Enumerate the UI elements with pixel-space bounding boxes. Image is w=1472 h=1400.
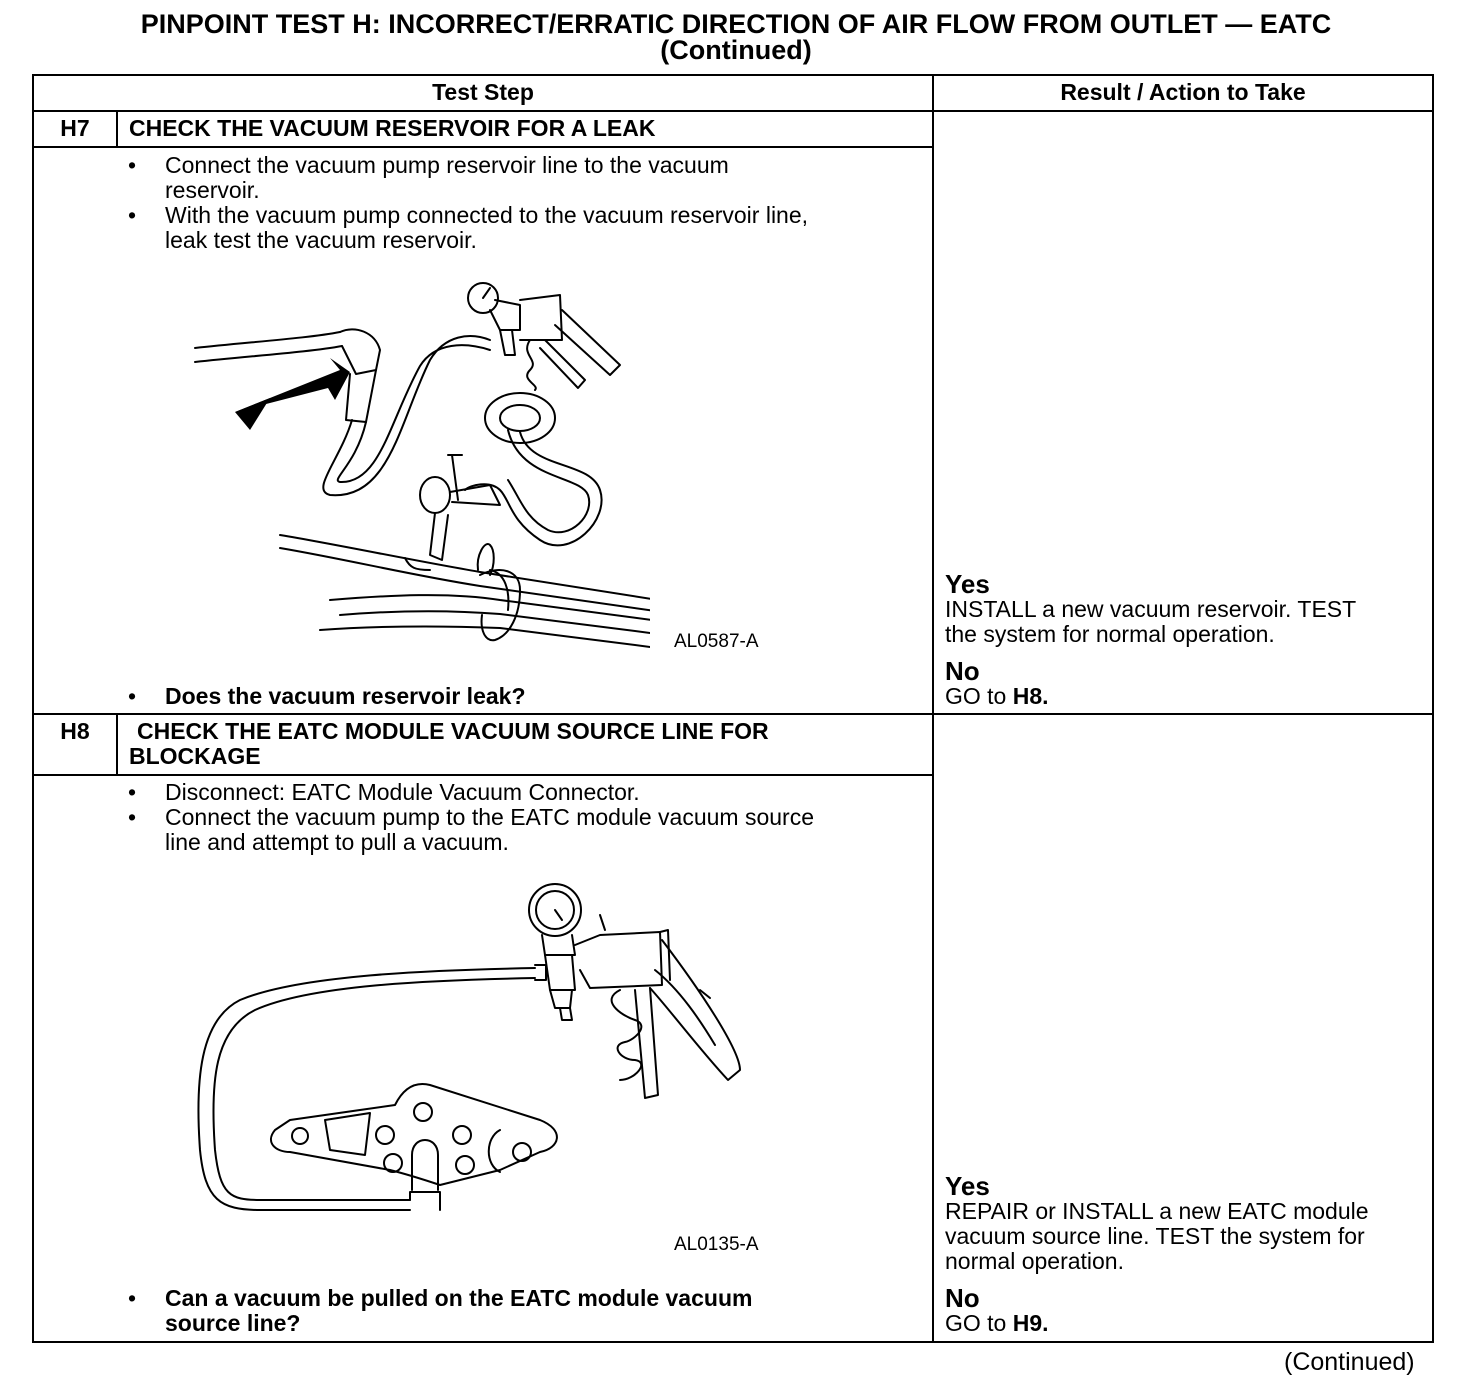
instruction-line: With the vacuum pump connected to the va… <box>165 202 809 228</box>
page-subtitle: (Continued) <box>660 35 812 65</box>
step-question-h7: Does the vacuum reservoir leak? <box>165 683 526 709</box>
step-heading-h8-cont: BLOCKAGE <box>129 743 261 769</box>
step-question-h8-cont: source line? <box>165 1310 301 1336</box>
result-no-prefix: GO to <box>945 683 1013 709</box>
step-question-h8: Can a vacuum be pulled on the EATC modul… <box>165 1285 753 1311</box>
result-no-text-h8: GO to H9. <box>945 1311 1049 1336</box>
step-heading-h8: CHECK THE EATC MODULE VACUUM SOURCE LINE… <box>137 718 769 744</box>
figure-label-h7: AL0587-A <box>674 631 759 652</box>
step-heading-h7: CHECK THE VACUUM RESERVOIR FOR A LEAK <box>129 115 656 141</box>
result-yes-text-h8: vacuum source line. TEST the system for <box>945 1223 1365 1249</box>
figure-label-h8: AL0135-A <box>674 1234 759 1255</box>
result-yes-label-h7: Yes <box>945 569 990 599</box>
bullet-glyph: • <box>128 202 137 228</box>
goto-target-h8: H8. <box>1012 683 1049 709</box>
result-yes-label-h8: Yes <box>945 1171 990 1201</box>
instruction-line: line and attempt to pull a vacuum. <box>165 829 509 855</box>
instruction-line: Connect the vacuum pump to the EATC modu… <box>165 804 815 830</box>
goto-target-h9: H9. <box>1012 1310 1049 1336</box>
bullet-glyph: • <box>128 683 137 709</box>
instruction-line: reservoir. <box>165 177 260 203</box>
result-no-text-h7: GO to H8. <box>945 684 1049 709</box>
result-yes-text-h7: INSTALL a new vacuum reservoir. TEST <box>945 596 1357 622</box>
step-id-h7: H7 <box>60 115 90 141</box>
vacuum-reservoir-leak-test-figure <box>194 282 650 648</box>
result-yes-text-h7: the system for normal operation. <box>945 621 1275 647</box>
eatc-vacuum-source-line-test-figure <box>197 883 741 1211</box>
bullet-glyph: • <box>128 1285 137 1311</box>
instruction-line: Disconnect: EATC Module Vacuum Connector… <box>165 779 640 805</box>
result-yes-text-h8: normal operation. <box>945 1248 1124 1274</box>
bullet-glyph: • <box>128 804 137 830</box>
instruction-line: Connect the vacuum pump reservoir line t… <box>165 152 729 178</box>
result-no-prefix: GO to <box>945 1310 1013 1336</box>
instruction-line: leak test the vacuum reservoir. <box>165 227 477 253</box>
result-no-label-h7: No <box>945 656 980 686</box>
page-title: PINPOINT TEST H: INCORRECT/ERRATIC DIREC… <box>140 9 1332 39</box>
column-header-test-step: Test Step <box>432 79 534 105</box>
step-id-h8: H8 <box>60 718 90 744</box>
bullet-glyph: • <box>128 152 137 178</box>
column-header-result: Result / Action to Take <box>1060 79 1306 105</box>
result-no-label-h8: No <box>945 1283 980 1313</box>
footer-continued: (Continued) <box>1284 1348 1415 1376</box>
result-yes-text-h8: REPAIR or INSTALL a new EATC module <box>945 1198 1369 1224</box>
bullet-glyph: • <box>128 779 137 805</box>
